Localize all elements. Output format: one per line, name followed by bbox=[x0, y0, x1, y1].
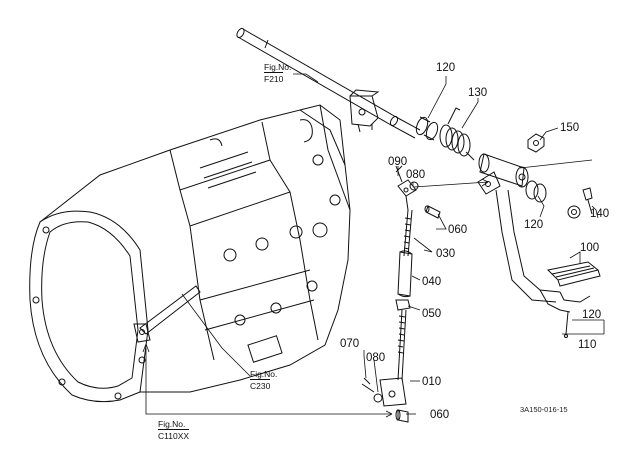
spring-130 bbox=[439, 107, 475, 161]
figure-ref-label: Fig.No. bbox=[264, 62, 292, 72]
part-label-060-bottom: 060 bbox=[430, 409, 450, 421]
part-label-010: 010 bbox=[422, 376, 442, 388]
part-label-040: 040 bbox=[422, 276, 442, 288]
part-label-100: 100 bbox=[580, 242, 600, 254]
transmission-housing bbox=[29, 104, 351, 403]
brake-pedal-assembly bbox=[477, 133, 601, 338]
part-label-080-bottom: 080 bbox=[366, 352, 386, 364]
figure-ref-label: Fig.No. bbox=[158, 419, 186, 429]
figure-ref-c230: Fig.No. C230 bbox=[250, 369, 277, 391]
part-label-090: 090 bbox=[388, 156, 408, 168]
part-label-050: 050 bbox=[422, 308, 442, 320]
leader-lines bbox=[142, 73, 605, 418]
figure-ref-c110xx: Fig.No. C110XX bbox=[158, 419, 190, 441]
figure-ref-number: C110XX bbox=[158, 429, 190, 441]
part-label-120-top: 120 bbox=[436, 62, 456, 74]
part-label-130: 130 bbox=[468, 87, 488, 99]
pedal-shaft bbox=[236, 27, 421, 139]
figure-ref-label: Fig.No. bbox=[250, 369, 278, 379]
part-label-150: 150 bbox=[560, 122, 580, 134]
bushing-120-top bbox=[415, 116, 439, 141]
part-label-140: 140 bbox=[590, 208, 610, 220]
figure-ref-number: F210 bbox=[264, 72, 284, 84]
part-label-060-top: 060 bbox=[448, 224, 468, 236]
part-label-070: 070 bbox=[340, 338, 360, 350]
part-label-120-pedal: 120 bbox=[582, 309, 602, 321]
part-label-080-top: 080 bbox=[406, 169, 426, 181]
part-label-110: 110 bbox=[578, 339, 597, 351]
part-label-120-right: 120 bbox=[524, 219, 544, 231]
drawing-code: 3A150-016-15 bbox=[520, 405, 568, 414]
brake-rod-assembly bbox=[361, 165, 441, 423]
figure-ref-number: C230 bbox=[250, 379, 271, 391]
figure-ref-f210: Fig.No. F210 bbox=[264, 62, 291, 84]
part-label-030: 030 bbox=[436, 248, 456, 260]
